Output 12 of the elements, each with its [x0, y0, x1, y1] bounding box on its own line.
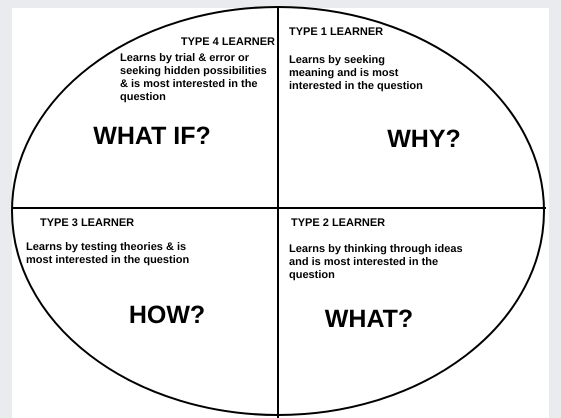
type-heading: TYPE 4 LEARNER — [180, 36, 275, 49]
type-description: Learns by testing theories & is most interested in the question — [26, 241, 190, 267]
type-description: Learns by thinking through ideas and is most interested in the question — [289, 243, 464, 282]
type-heading: TYPE 3 LEARNER — [40, 217, 136, 230]
key-question: WHAT? — [324, 305, 414, 333]
type-description: Learns by trial & error or seeking hidden possibilities & is most interested in the question — [120, 52, 268, 104]
key-question: HOW? — [128, 301, 206, 329]
type-description: Learns by seeking meaning and is most interested in the question — [289, 54, 424, 93]
key-question: WHAT IF? — [92, 122, 212, 150]
key-question: WHY? — [386, 125, 462, 153]
type-heading: TYPE 1 LEARNER — [289, 26, 384, 39]
type-heading: TYPE 2 LEARNER — [291, 217, 386, 230]
